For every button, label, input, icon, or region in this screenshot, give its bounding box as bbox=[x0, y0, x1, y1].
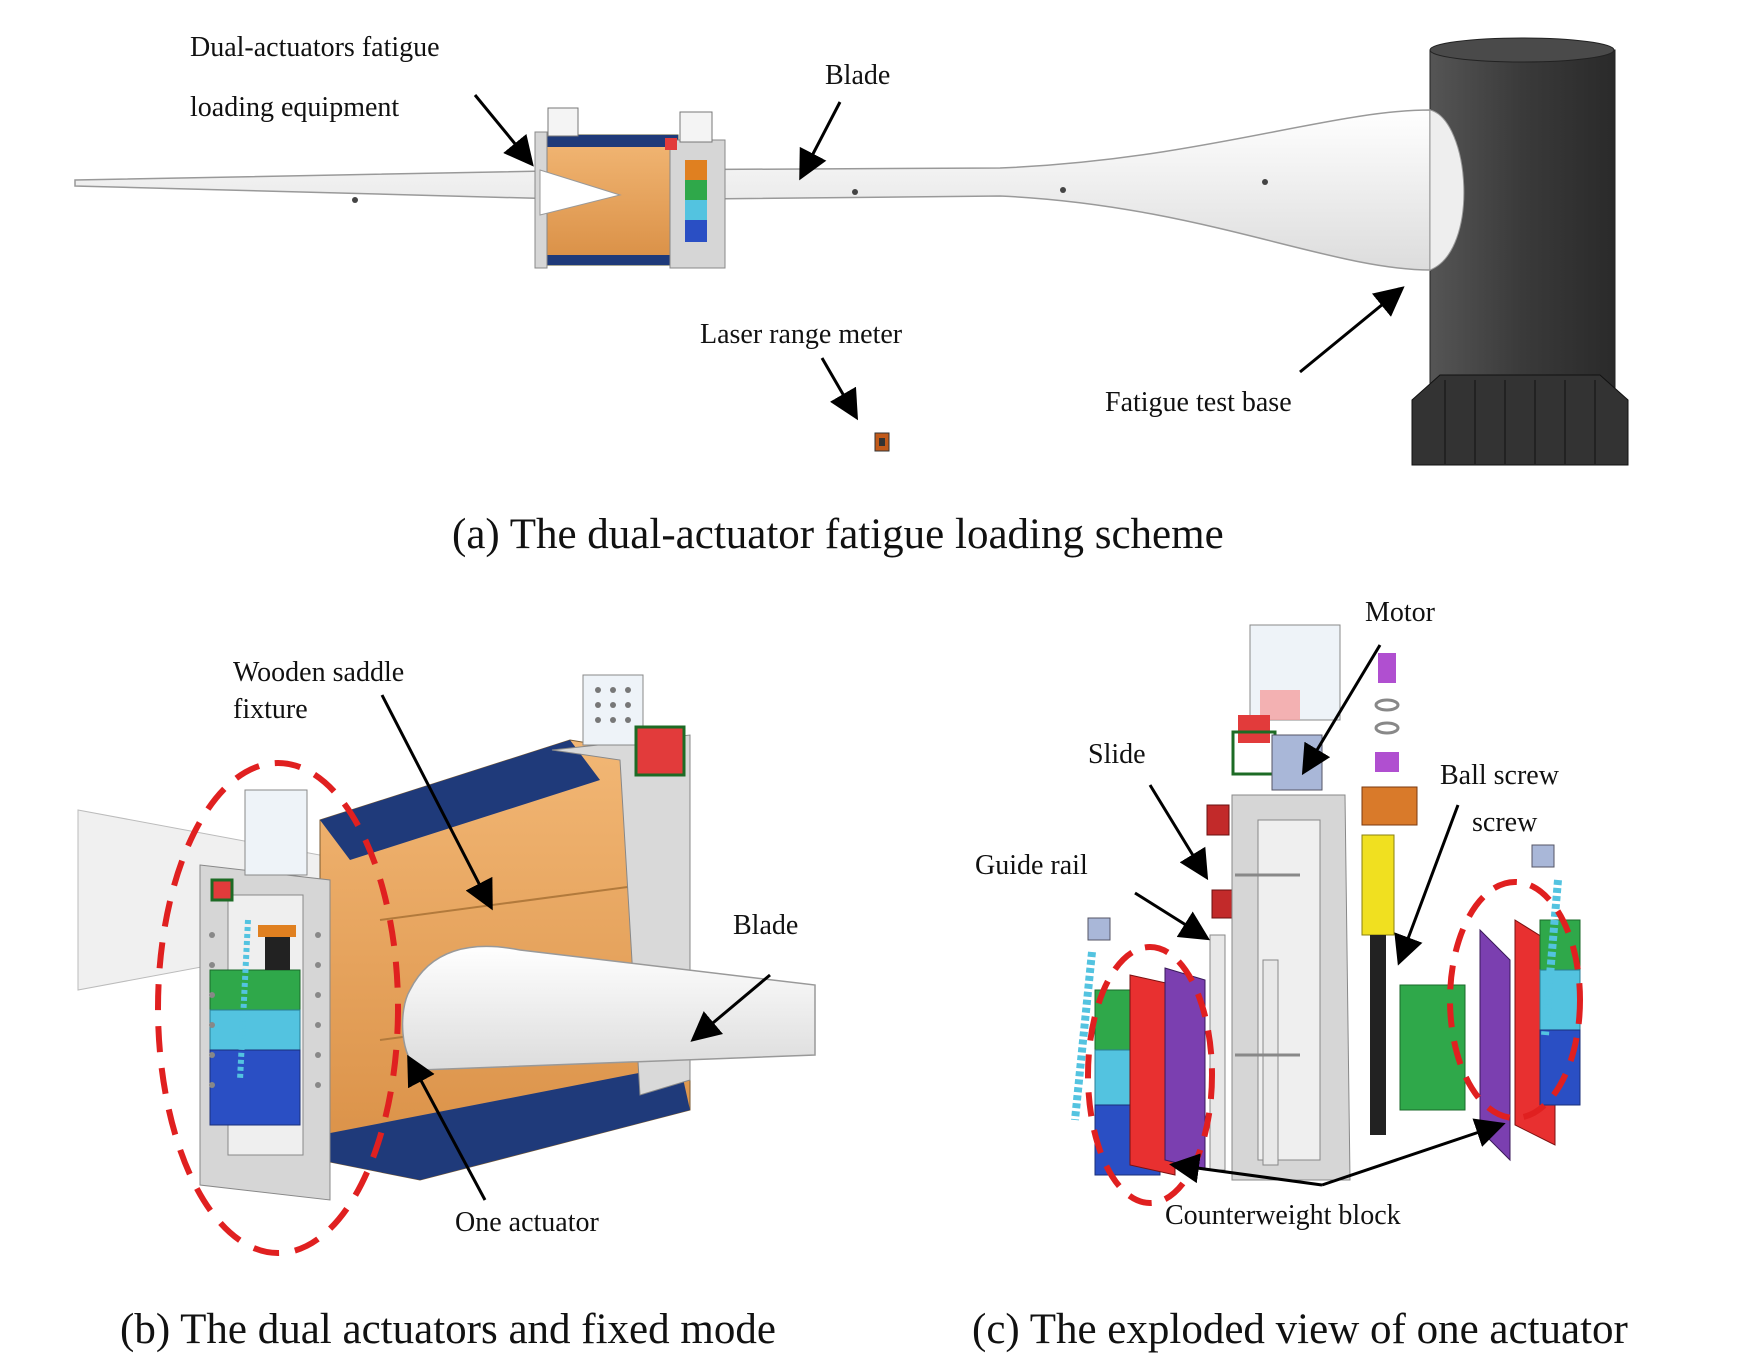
panel-a bbox=[74, 37, 1629, 466]
label-counterweight-block: Counterweight block bbox=[1165, 1200, 1401, 1231]
label-one-actuator: One actuator bbox=[455, 1207, 599, 1238]
laser-range-meter bbox=[874, 432, 890, 452]
screw-parts bbox=[1361, 653, 1418, 1135]
panel-c bbox=[1071, 624, 1583, 1206]
label-equipment-line2: loading equipment bbox=[190, 92, 400, 123]
label-equipment-line1: Dual-actuators fatigue bbox=[190, 32, 440, 63]
label-laser-range-meter: Laser range meter bbox=[700, 319, 903, 350]
label-guide-rail: Guide rail bbox=[975, 850, 1088, 881]
actuator-highlight-b bbox=[155, 760, 401, 1256]
loading-equipment-a bbox=[534, 107, 726, 269]
label-saddle-line2: fixture bbox=[233, 694, 308, 725]
label-ball-screw: Ball screw bbox=[1440, 760, 1559, 791]
actuator-frame-b bbox=[199, 789, 331, 1201]
caption-c: (c) The exploded view of one actuator bbox=[972, 1306, 1628, 1353]
arrows-c bbox=[1134, 644, 1506, 1187]
caption-a: (a) The dual-actuator fatigue loading sc… bbox=[452, 511, 1224, 558]
caption-b: (b) The dual actuators and fixed mode bbox=[120, 1306, 776, 1353]
counterweight-right-highlight bbox=[1447, 879, 1583, 1121]
label-motor: Motor bbox=[1365, 597, 1435, 628]
fatigue-test-base bbox=[1411, 37, 1629, 466]
motor-assembly bbox=[1231, 624, 1341, 791]
counterweight-right bbox=[1479, 844, 1581, 1162]
arrows-a bbox=[473, 94, 1405, 421]
label-blade-a: Blade bbox=[825, 60, 891, 91]
label-fatigue-test-base: Fatigue test base bbox=[1105, 387, 1292, 418]
blade-b bbox=[401, 945, 816, 1071]
blade-a bbox=[74, 109, 1465, 271]
arrows-b bbox=[380, 694, 771, 1201]
panel-b bbox=[77, 674, 816, 1256]
label-blade-b: Blade bbox=[733, 910, 799, 941]
label-slide: Slide bbox=[1088, 739, 1146, 770]
actuator-frame-c bbox=[1209, 794, 1351, 1181]
counterweight-left-highlight bbox=[1085, 944, 1215, 1206]
label-saddle-line1: Wooden saddle bbox=[233, 657, 405, 688]
label-screw: screw bbox=[1472, 807, 1538, 838]
